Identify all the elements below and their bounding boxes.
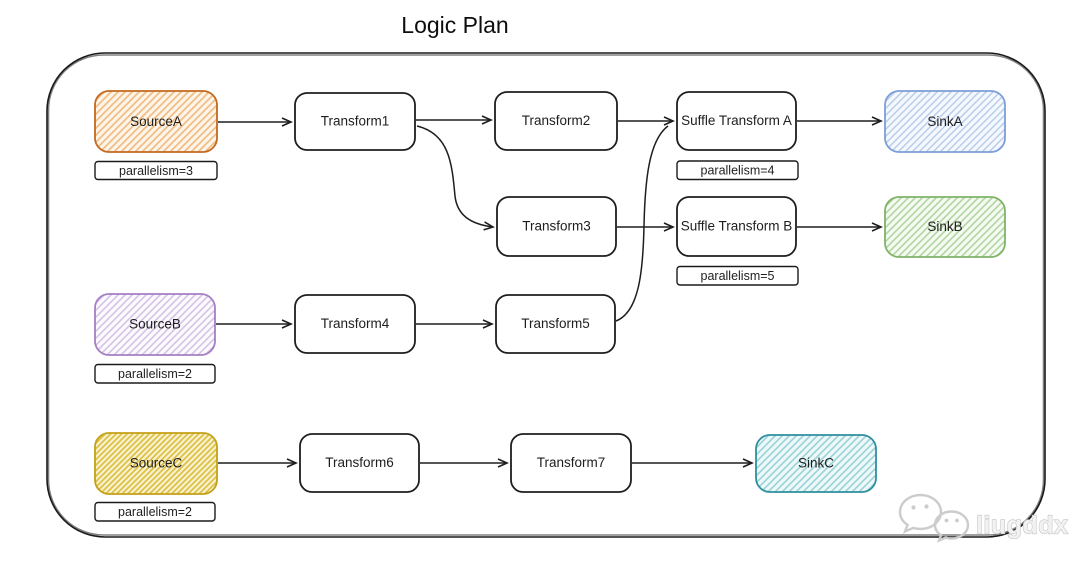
node-sinka: SinkA <box>884 90 1006 153</box>
node-transform5-label: Transform5 <box>521 316 590 331</box>
node-transform3-label: Transform3 <box>522 219 591 234</box>
node-transform4: Transform4 <box>294 294 416 354</box>
node-sinkc: SinkC <box>755 434 877 493</box>
plan-boundary <box>46 52 1046 538</box>
node-transform4-label: Transform4 <box>321 316 390 331</box>
node-sinkb-label: SinkB <box>927 219 962 234</box>
node-sourcec-label: SourceC <box>130 456 183 471</box>
node-suffle-transform-a-label: Suffle Transform A <box>681 113 792 128</box>
node-transform2-label: Transform2 <box>522 113 591 128</box>
parallelism-badge-sourceb: parallelism=2 <box>94 363 216 384</box>
watermark: liugddx <box>898 493 1068 543</box>
node-transform3: Transform3 <box>496 196 617 257</box>
node-sinkc-label: SinkC <box>798 456 834 471</box>
node-sourceb: SourceB <box>94 293 216 356</box>
node-sourcea: SourceA <box>94 90 218 153</box>
parallelism-suffle-a-label: parallelism=4 <box>701 163 775 177</box>
wechat-icon <box>898 493 970 543</box>
node-sinkb: SinkB <box>884 196 1006 258</box>
parallelism-badge-suffle-a: parallelism=4 <box>676 160 799 181</box>
node-sourcec: SourceC <box>94 432 218 495</box>
node-transform2: Transform2 <box>494 91 618 151</box>
node-transform6-label: Transform6 <box>325 455 394 470</box>
parallelism-sourcec-label: parallelism=2 <box>118 505 192 519</box>
node-sourceb-label: SourceB <box>129 317 181 332</box>
edges <box>216 115 883 468</box>
parallelism-badge-sourcec: parallelism=2 <box>94 501 216 522</box>
node-transform7-label: Transform7 <box>537 455 606 470</box>
node-transform6: Transform6 <box>299 433 420 493</box>
node-suffle-transform-b: Suffle Transform B <box>676 196 797 257</box>
parallelism-badge-sourcea: parallelism=3 <box>94 160 218 181</box>
node-suffle-transform-a: Suffle Transform A <box>676 91 797 151</box>
parallelism-suffle-b-label: parallelism=5 <box>701 269 775 283</box>
node-transform1: Transform1 <box>294 92 416 151</box>
plan-boundary-inner-stroke <box>47 54 1045 536</box>
edge-transform1-transform3 <box>416 125 495 231</box>
page-title: Logic Plan <box>401 12 508 38</box>
parallelism-sourceb-label: parallelism=2 <box>118 367 192 381</box>
node-transform7: Transform7 <box>510 433 632 493</box>
node-transform1-label: Transform1 <box>321 114 390 129</box>
node-sinka-label: SinkA <box>927 114 962 129</box>
parallelism-sourcea-label: parallelism=3 <box>119 164 193 178</box>
edge-transform5-sufflea <box>615 125 669 322</box>
watermark-text: liugddx <box>976 512 1068 540</box>
node-sourcea-label: SourceA <box>130 114 182 129</box>
parallelism-badge-suffle-b: parallelism=5 <box>676 265 799 286</box>
node-suffle-transform-b-label: Suffle Transform B <box>681 219 793 234</box>
node-transform5: Transform5 <box>495 294 616 354</box>
